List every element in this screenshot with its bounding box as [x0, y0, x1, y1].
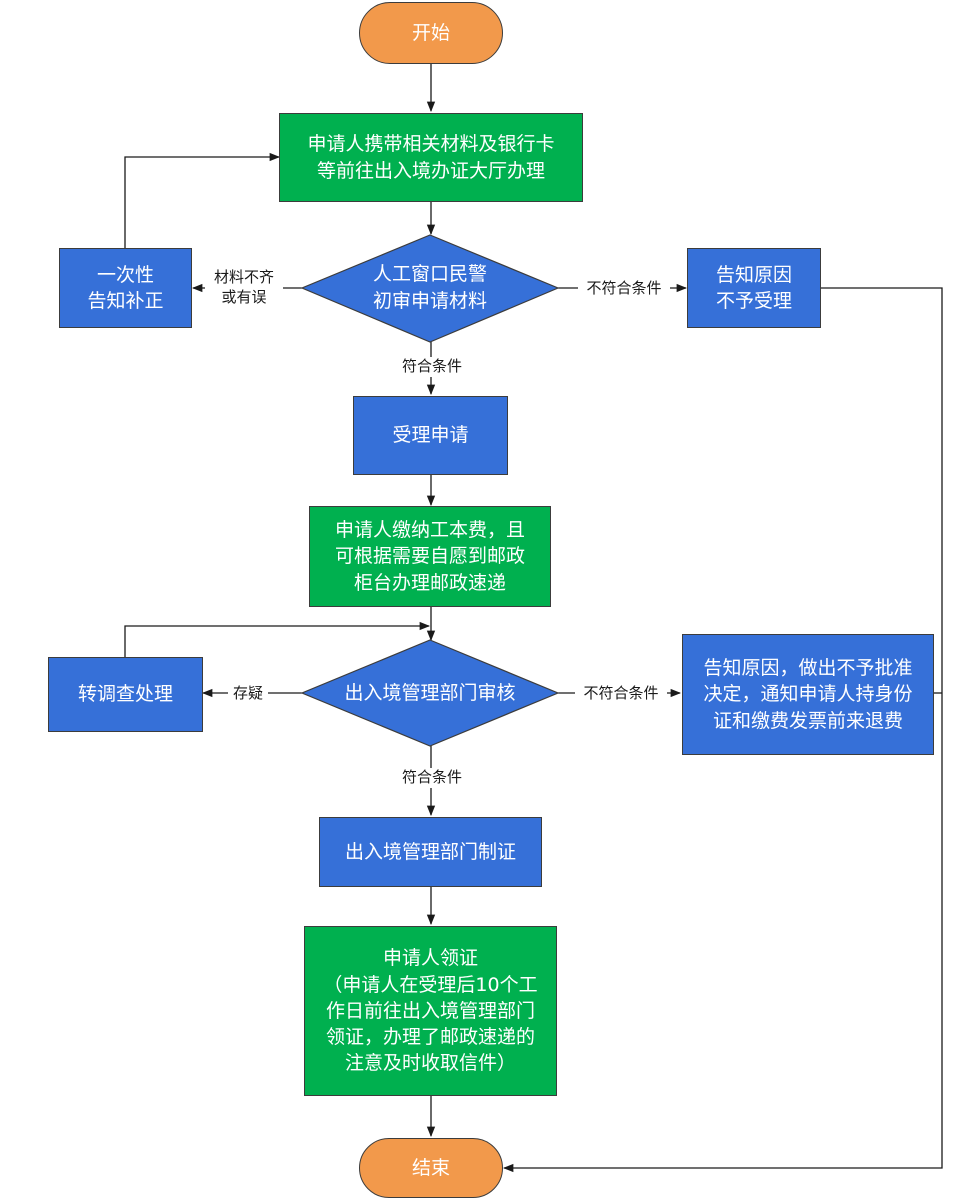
reject-not-approved-line3: 证和缴费发票前来退费	[712, 709, 903, 732]
end-label: 结束	[411, 1156, 450, 1179]
pay-fee-box: 申请人缴纳工本费，且 可根据需要自愿到邮政 柜台办理邮政速递	[309, 506, 551, 607]
reject-not-accepted-line1: 告知原因	[715, 263, 792, 286]
edge-label-qualified-1: 符合条件	[392, 357, 472, 377]
decision-initial-review: 人工窗口民警 初审申请材料	[330, 253, 530, 323]
collect-certificate-line2: （申请人在受理后10个工	[323, 973, 538, 996]
reject-not-approved-box: 告知原因，做出不予批准 决定，通知申请人持身份 证和缴费发票前来退费	[682, 634, 934, 755]
collect-certificate-line5: 注意及时收取信件）	[344, 1052, 516, 1075]
start-label: 开始	[411, 21, 450, 44]
edge-label-material-incomplete-line1: 材料不齐	[213, 268, 274, 286]
collect-certificate-line1: 申请人领证	[382, 947, 478, 970]
decision-department-review: 出入境管理部门审核	[320, 673, 540, 713]
collect-certificate-line3: 作日前往出入境管理部门	[325, 999, 535, 1022]
step-bring-materials-line2: 等前往出入境办证大厅办理	[316, 159, 545, 182]
reject-not-accepted-line2: 不予受理	[715, 290, 792, 312]
notify-correction-box: 一次性 告知补正	[59, 248, 192, 328]
accept-application-box: 受理申请	[353, 396, 508, 475]
edge-label-material-incomplete: 材料不齐 或有误	[205, 268, 283, 307]
decision-initial-review-line2: 初审申请材料	[372, 290, 487, 312]
start-terminal: 开始	[359, 2, 503, 64]
make-certificate-box: 出入境管理部门制证	[319, 817, 542, 887]
decision1-diamond	[300, 234, 560, 343]
end-terminal: 结束	[359, 1138, 503, 1198]
edge-investigate-loop	[124, 621, 431, 657]
collect-certificate-line4: 领证，办理了邮政速递的	[325, 1026, 535, 1049]
decision2-diamond	[300, 639, 560, 747]
edge-reject1-end	[502, 287, 943, 1173]
pay-fee-line1: 申请人缴纳工本费，且	[334, 519, 525, 542]
make-certificate-label: 出入境管理部门制证	[344, 840, 516, 863]
investigate-box: 转调查处理	[48, 657, 203, 732]
step-bring-materials-line1: 申请人携带相关材料及银行卡	[307, 133, 555, 156]
decision-initial-review-line1: 人工窗口民警	[372, 263, 487, 286]
pay-fee-line3: 柜台办理邮政速递	[353, 571, 506, 594]
accept-application-label: 受理申请	[392, 424, 469, 447]
notify-correction-line2: 告知补正	[87, 290, 164, 312]
edge-label-not-qualified-2: 不符合条件	[575, 684, 667, 704]
pay-fee-line2: 可根据需要自愿到邮政	[334, 545, 525, 568]
collect-certificate-box: 申请人领证 （申请人在受理后10个工 作日前往出入境管理部门 领证，办理了邮政速…	[304, 926, 557, 1096]
edge-label-not-qualified-1: 不符合条件	[578, 279, 670, 299]
edge-label-material-incomplete-line2: 或有误	[221, 287, 267, 306]
step-bring-materials: 申请人携带相关材料及银行卡 等前往出入境办证大厅办理	[279, 113, 583, 202]
edge-notify-loop	[124, 152, 281, 248]
reject-not-approved-line2: 决定，通知申请人持身份	[703, 683, 913, 706]
decision-department-review-label: 出入境管理部门审核	[344, 681, 516, 704]
edge-label-doubt: 存疑	[228, 684, 268, 704]
notify-correction-line1: 一次性	[96, 263, 154, 286]
edge-label-qualified-2: 符合条件	[392, 768, 472, 788]
investigate-label: 转调查处理	[77, 683, 173, 706]
reject-not-accepted-box: 告知原因 不予受理	[687, 248, 821, 328]
reject-not-approved-line1: 告知原因，做出不予批准	[703, 657, 913, 680]
